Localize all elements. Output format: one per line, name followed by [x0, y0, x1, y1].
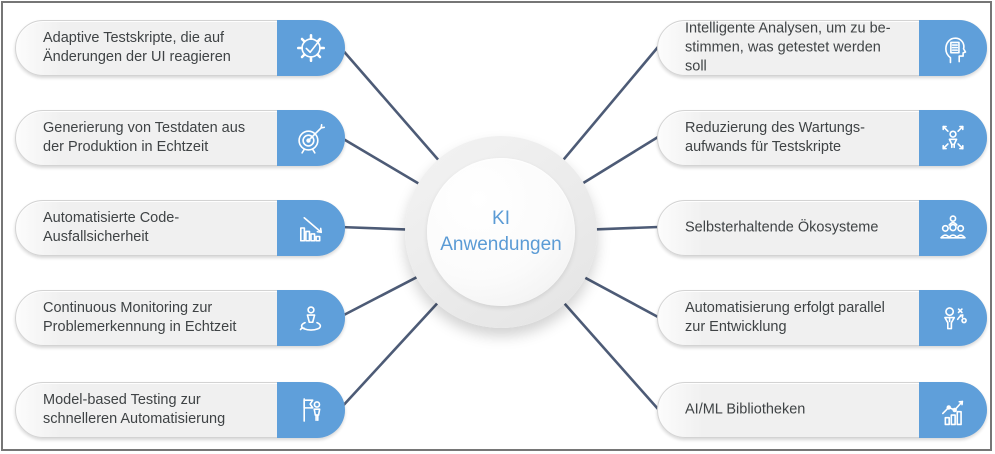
pill-icon-cap [277, 200, 345, 256]
person-monitoring-icon [299, 306, 322, 331]
pill-label: Reduzierung des Wartungs­aufwands für Te… [685, 119, 866, 155]
pill-label: Adaptive Testskripte, die auf Änderungen… [43, 29, 231, 65]
pill-aiml-libraries: AI/ML Bibliotheken [657, 382, 987, 438]
pill-icon-cap [277, 290, 345, 346]
pill-icon-cap [277, 20, 345, 76]
declining-bar-chart-icon [299, 216, 323, 242]
pill-label: Intelligente Analysen, um zu be­stimmen,… [685, 20, 891, 75]
center-hub: KI Anwendungen [405, 136, 597, 328]
pill-icon-cap [919, 110, 987, 166]
pill-label: AI/ML Bibliotheken [685, 401, 806, 418]
pill-testdata-generation: Generierung von Testdaten aus der Produk… [15, 110, 345, 166]
pill-self-sustaining-ecosystems: Selbsterhaltende Ökosysteme [657, 200, 987, 256]
center-title-line2: Anwendungen [440, 234, 562, 255]
person-expand-arrows-icon [942, 125, 964, 150]
pill-label: Generierung von Testdaten aus der Produk… [43, 119, 246, 155]
pill-label: Automatisierte Code-Ausfallsicherheit [43, 209, 180, 245]
pill-intelligent-analysis: Intelligente Analysen, um zu be­stimmen,… [657, 20, 987, 76]
head-document-icon [945, 37, 967, 64]
pill-icon-cap [277, 382, 345, 438]
gear-check-icon [296, 33, 326, 63]
center-title-line1: KI [492, 208, 510, 230]
pill-continuous-monitoring: Continuous Monitoring zur Problemerkennu… [15, 290, 345, 346]
team-group-icon [940, 215, 966, 239]
center-hub-label: KI Anwendungen [427, 158, 575, 306]
pill-parallel-automation: Automatisierung erfolgt parallel zur Ent… [657, 290, 987, 346]
pill-icon-cap [277, 110, 345, 166]
pill-label: Model-based Testing zur schnelleren Auto… [43, 391, 226, 427]
pill-label: Continuous Monitoring zur Problemerkennu… [43, 299, 237, 335]
target-dart-icon [298, 124, 325, 154]
rising-chart-icon [941, 400, 964, 426]
pill-adaptive-testscripts: Adaptive Testskripte, die auf Änderungen… [15, 20, 345, 76]
flag-person-icon [303, 398, 321, 422]
pill-model-based-testing: Model-based Testing zur schnelleren Auto… [15, 382, 345, 438]
pill-label: Automatisierung erfolgt parallel zur Ent… [685, 299, 885, 335]
pill-label: Selbsterhaltende Ökosysteme [685, 219, 879, 236]
pill-icon-cap [919, 200, 987, 256]
person-strategy-icon [944, 307, 967, 330]
pill-icon-cap [919, 20, 987, 76]
pill-maintenance-reduction: Reduzierung des Wartungs­aufwands für Te… [657, 110, 987, 166]
pill-icon-cap [919, 382, 987, 438]
pill-code-resilience: Automatisierte Code-Ausfallsicherheit [15, 200, 345, 256]
pill-icon-cap [919, 290, 987, 346]
